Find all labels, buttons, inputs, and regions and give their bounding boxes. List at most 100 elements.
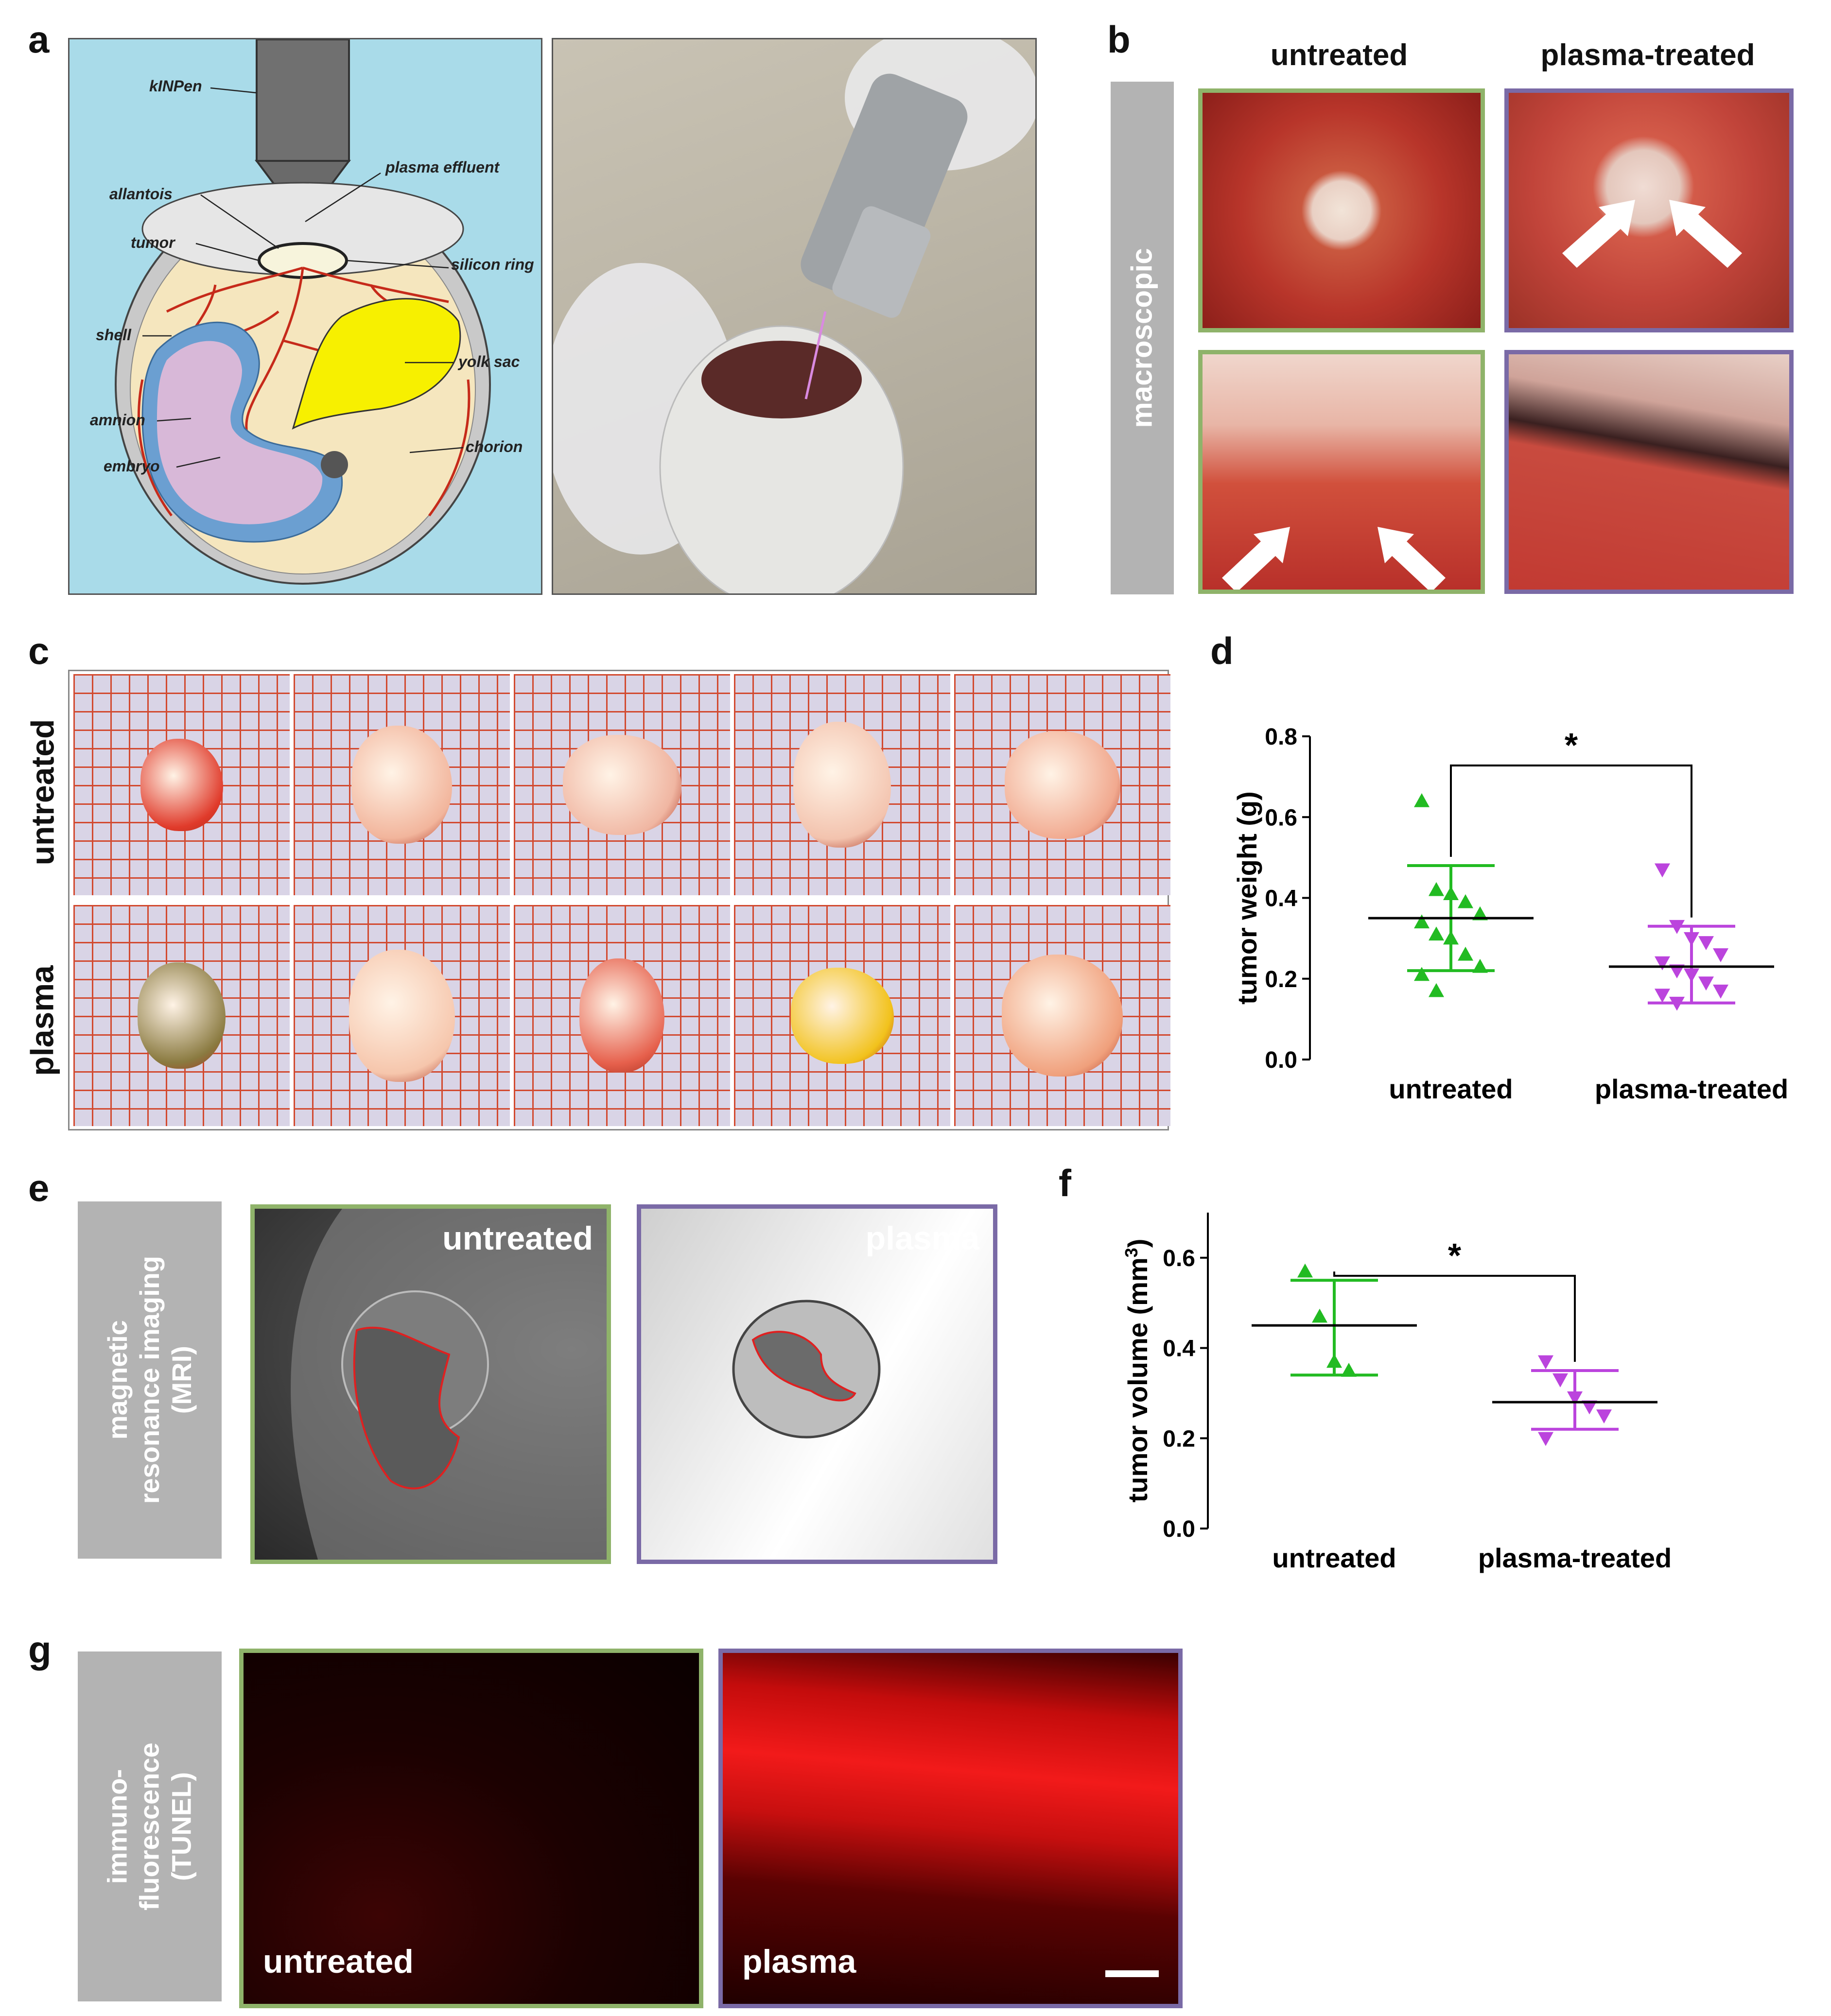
data-point (1655, 989, 1670, 1003)
data-point (1713, 984, 1728, 999)
tumor-specimen (140, 738, 223, 831)
tumor-outline (353, 1326, 460, 1490)
data-point (1552, 1373, 1568, 1388)
significance-bracket (1450, 765, 1692, 918)
data-point (1538, 1432, 1553, 1446)
x-category-label: plasma-treated (1478, 1543, 1672, 1573)
data-point (1713, 948, 1728, 962)
tunel-plasma: plasma (718, 1649, 1183, 2008)
label-embryo: embryo (104, 457, 160, 475)
y-axis-label: tumor weight (g) (1232, 791, 1262, 1005)
label-allantois: allantois (109, 185, 173, 203)
panel-a-label: a (28, 18, 50, 61)
data-point (1429, 983, 1444, 997)
data-point (1669, 920, 1685, 934)
y-tick-label: 0.2 (1265, 967, 1297, 992)
label-silicon-ring: silicon ring (451, 256, 534, 273)
macroscopic-untreated-top (1198, 88, 1485, 332)
data-point (1567, 1391, 1583, 1406)
tumor-specimen (349, 949, 455, 1082)
label-amnion: amnion (90, 411, 145, 429)
panel-c-label: c (28, 629, 50, 672)
kinpen-device (256, 38, 350, 162)
label-plasma-effluent: plasma effluent (385, 158, 500, 176)
panel-b-row-label-bar: macroscopic (1111, 82, 1174, 594)
tumor-photo (514, 674, 730, 895)
data-point (1698, 976, 1714, 991)
data-point (1341, 1363, 1357, 1377)
tumor-photo (954, 905, 1170, 1126)
mri-untreated: untreated (250, 1204, 611, 1564)
tumor-specimen (1004, 730, 1120, 839)
data-point (1414, 967, 1430, 981)
data-point (1312, 1308, 1327, 1323)
embryo (157, 341, 323, 524)
chart-tumor-weight: 0.0 0.2 0.4 0.6 0.8 tumor weight (g) untreated… (1232, 724, 1788, 1104)
data-point (1684, 932, 1699, 946)
y-tick-label: 0.6 (1265, 805, 1297, 831)
y-tick-label: 0.0 (1163, 1516, 1195, 1542)
significance-star: * (1448, 1236, 1462, 1274)
y-tick-label: 0.4 (1265, 886, 1297, 912)
panel-b-col-plasma: plasma-treated (1540, 38, 1755, 72)
data-point (1582, 1400, 1597, 1415)
data-point (1443, 886, 1459, 900)
panel-c-row-plasma: plasma (24, 965, 60, 1076)
data-point (1443, 930, 1459, 945)
tumor-photo-grid (68, 670, 1170, 1130)
data-point (1472, 958, 1488, 973)
x-category-label: untreated (1272, 1543, 1396, 1573)
x-category-label: plasma-treated (1595, 1074, 1788, 1104)
data-point (1472, 906, 1488, 921)
data-point (1458, 894, 1473, 908)
tumor-photo (294, 674, 510, 895)
y-axis-label-end: ) (1122, 1239, 1153, 1248)
tumor-photo (734, 674, 950, 895)
yolk-sac (292, 298, 461, 430)
tumor-photo (73, 905, 290, 1126)
significance-bracket (1333, 1271, 1576, 1362)
mri-plasma: plasma (637, 1204, 997, 1564)
scale-bar (1105, 1970, 1159, 1977)
tumor-specimen (793, 722, 891, 848)
panel-e-row-label-bar: magnetic resonance imaging (MRI) (78, 1201, 222, 1559)
tumor-photo (73, 674, 290, 895)
kinpen-egg-photo (552, 38, 1037, 595)
panel-b-label: b (1107, 18, 1131, 61)
label-tumor: tumor (131, 234, 175, 251)
panel-b-col-untreated: untreated (1270, 38, 1408, 72)
arrow-icon (1222, 527, 1290, 590)
data-point (1429, 926, 1444, 941)
panel-g-row-label: immuno- fluorescence (TUNEL) (102, 1742, 197, 1911)
panel-g-row-label-bar: immuno- fluorescence (TUNEL) (78, 1651, 222, 2001)
mri-untreated-label: untreated (442, 1220, 593, 1257)
x-category-label: untreated (1389, 1074, 1513, 1104)
panel-b-row-label: macroscopic (1125, 248, 1158, 428)
label-yolk-sac: yolk sac (458, 353, 520, 370)
arrow-icon (1378, 527, 1446, 590)
data-point (1297, 1263, 1313, 1278)
y-tick-label: 0.4 (1163, 1336, 1195, 1362)
data-point (1414, 914, 1430, 929)
egg-cross-section-illustration (115, 38, 491, 585)
mri-plasma-label: plasma (865, 1220, 979, 1257)
y-tick-label: 0.8 (1265, 724, 1297, 750)
data-point (1698, 936, 1714, 950)
arrow-icon (1562, 200, 1635, 268)
egg-diagram: kINPen plasma effluent allantois tumor s… (68, 38, 542, 595)
data-point (1669, 964, 1685, 979)
panel-e-row-label: magnetic resonance imaging (MRI) (102, 1256, 197, 1504)
label-shell: shell (96, 326, 131, 344)
tumor-specimen (790, 967, 894, 1064)
tunel-plasma-label: plasma (742, 1943, 856, 1980)
tumor-specimen (351, 726, 452, 844)
data-point (1326, 1354, 1342, 1368)
y-axis-label-superscript: 3 (1121, 1248, 1141, 1257)
y-tick-label: 0.6 (1163, 1246, 1195, 1271)
tunel-untreated: untreated (239, 1649, 703, 2008)
data-point (1684, 968, 1699, 983)
y-tick-label: 0.0 (1265, 1047, 1297, 1073)
y-tick-label: 0.2 (1163, 1426, 1195, 1452)
macroscopic-plasma-top (1504, 88, 1794, 332)
